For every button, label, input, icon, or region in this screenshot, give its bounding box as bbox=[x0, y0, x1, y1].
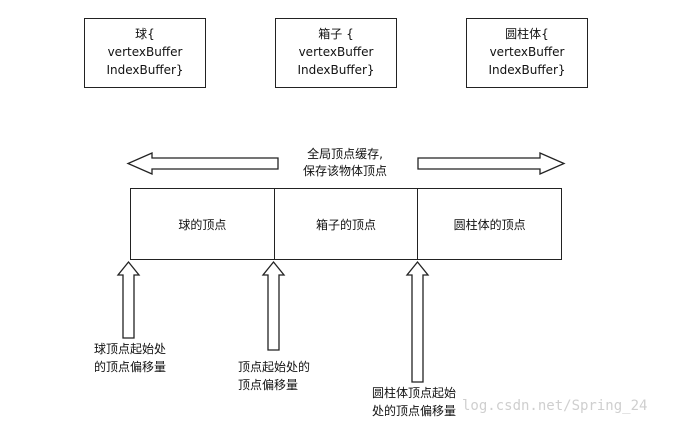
left-hollow-arrow bbox=[126, 152, 279, 175]
cylinder-offset-up-arrow bbox=[405, 260, 430, 383]
sphere-object-box: 球{ vertexBuffer IndexBuffer} bbox=[84, 18, 206, 88]
cylinder-offset-label: 圆柱体顶点起始 处的顶点偏移量 bbox=[372, 384, 456, 420]
box-object-box: 箱子 { vertexBuffer IndexBuffer} bbox=[275, 18, 397, 88]
sphere-object-title: 球{ bbox=[135, 27, 155, 41]
sphere-offset-label: 球顶点起始处 的顶点偏移量 bbox=[94, 340, 166, 376]
cylinder-object-title: 圆柱体{ bbox=[505, 27, 549, 41]
right-hollow-arrow bbox=[417, 152, 566, 175]
global-buffer-label: 全局顶点缓存, 保存该物体顶点 bbox=[280, 146, 410, 180]
box-object-title: 箱子 { bbox=[318, 27, 354, 41]
global-buffer-label-line2: 保存该物体顶点 bbox=[302, 164, 387, 178]
sphere-offset-label-line2: 的顶点偏移量 bbox=[94, 360, 167, 374]
cylinder-vertex-buffer-label: vertexBuffer bbox=[489, 45, 565, 59]
watermark-text: log.csdn.net/Spring_24 bbox=[462, 398, 648, 414]
cylinder-vertices-segment: 圆柱体的顶点 bbox=[453, 217, 526, 232]
cylinder-offset-label-line2: 处的顶点偏移量 bbox=[372, 404, 457, 418]
sphere-offset-label-line1: 球顶点起始处 bbox=[94, 342, 167, 356]
cylinder-object-box: 圆柱体{ vertexBuffer IndexBuffer} bbox=[466, 18, 588, 88]
global-vertex-buffer: 球的顶点 箱子的顶点 圆柱体的顶点 bbox=[130, 188, 562, 260]
box-offset-label-line1: 顶点起始处的 bbox=[238, 360, 311, 374]
sphere-index-buffer-label: IndexBuffer} bbox=[106, 63, 184, 77]
box-offset-up-arrow bbox=[261, 260, 286, 351]
global-buffer-label-line1: 全局顶点缓存, bbox=[307, 147, 383, 161]
box-offset-label: 顶点起始处的 顶点偏移量 bbox=[238, 358, 310, 394]
box-vertex-buffer-label: vertexBuffer bbox=[298, 45, 374, 59]
cylinder-offset-label-line1: 圆柱体顶点起始 bbox=[372, 386, 457, 400]
cylinder-index-buffer-label: IndexBuffer} bbox=[488, 63, 566, 77]
sphere-vertex-buffer-label: vertexBuffer bbox=[107, 45, 183, 59]
box-vertices-segment: 箱子的顶点 bbox=[275, 189, 419, 259]
sphere-vertices-segment: 球的顶点 bbox=[131, 189, 275, 259]
sphere-offset-up-arrow bbox=[116, 260, 141, 339]
box-offset-label-line2: 顶点偏移量 bbox=[238, 378, 299, 392]
box-index-buffer-label: IndexBuffer} bbox=[297, 63, 375, 77]
